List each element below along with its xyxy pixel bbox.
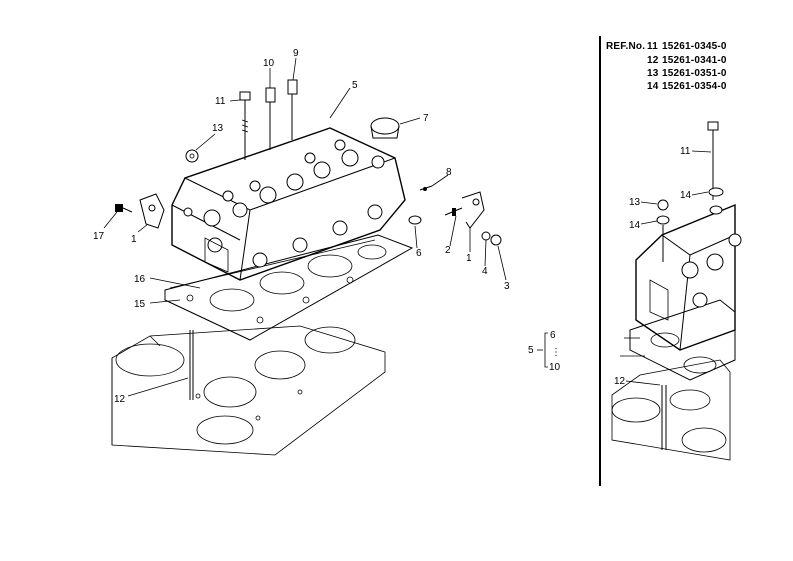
group-dots: ⋮ xyxy=(551,347,561,358)
ref-part-13: 15261-0351-0 xyxy=(662,68,727,79)
ref-number-13: 13 xyxy=(647,68,659,79)
leader-lines xyxy=(103,57,507,397)
callout-9: 9 xyxy=(293,48,299,59)
callout-8: 8 xyxy=(446,167,452,178)
group-parent: 5 xyxy=(528,345,534,356)
ref-part-12: 15261-0341-0 xyxy=(662,55,727,66)
partial-callout-11: 11 xyxy=(680,146,691,157)
ref-number-14: 14 xyxy=(647,81,659,92)
assembly-group: 5 6 ⋮ 10 xyxy=(528,330,561,373)
callout-2: 2 xyxy=(445,245,451,256)
callout-1-right: 1 xyxy=(466,253,472,264)
ref-part-14: 15261-0354-0 xyxy=(662,81,727,92)
partial-callout-14-left: 14 xyxy=(629,220,641,231)
callout-16: 16 xyxy=(134,274,146,285)
ref-part-11: 15261-0345-0 xyxy=(662,41,727,52)
callout-5: 5 xyxy=(352,80,358,91)
ref-number-12: 12 xyxy=(647,55,659,66)
partial-view xyxy=(611,121,742,461)
engine-block-outline xyxy=(111,325,386,456)
cylinder-head-gasket xyxy=(164,234,414,341)
cylinder-head xyxy=(171,127,406,281)
reference-list: REF.No. 11 15261-0345-0 12 15261-0341-0 … xyxy=(606,41,727,92)
callout-7: 7 xyxy=(423,113,429,124)
callout-12: 12 xyxy=(114,394,126,405)
callout-6: 6 xyxy=(416,248,422,259)
callout-4: 4 xyxy=(482,266,488,277)
parts-bolts xyxy=(115,79,502,400)
group-child-6: 6 xyxy=(550,330,556,341)
ref-prefix: REF.No. xyxy=(606,41,645,52)
partial-callout-13: 13 xyxy=(629,197,641,208)
callout-13: 13 xyxy=(212,123,224,134)
group-child-10: 10 xyxy=(549,362,561,373)
callout-10: 10 xyxy=(263,58,275,69)
callout-15: 15 xyxy=(134,299,146,310)
partial-callout-12: 12 xyxy=(614,376,626,387)
partial-callout-14-top: 14 xyxy=(680,190,692,201)
callout-17: 17 xyxy=(93,231,105,242)
callout-labels: 11 10 9 13 5 7 8 6 2 1 4 3 1 17 16 15 12 xyxy=(93,48,510,405)
partial-view-labels: 11 14 13 14 12 xyxy=(614,146,692,387)
callout-11: 11 xyxy=(215,96,226,107)
ref-number-11: 11 xyxy=(647,41,658,52)
callout-1-left: 1 xyxy=(131,234,137,245)
callout-3: 3 xyxy=(504,281,510,292)
